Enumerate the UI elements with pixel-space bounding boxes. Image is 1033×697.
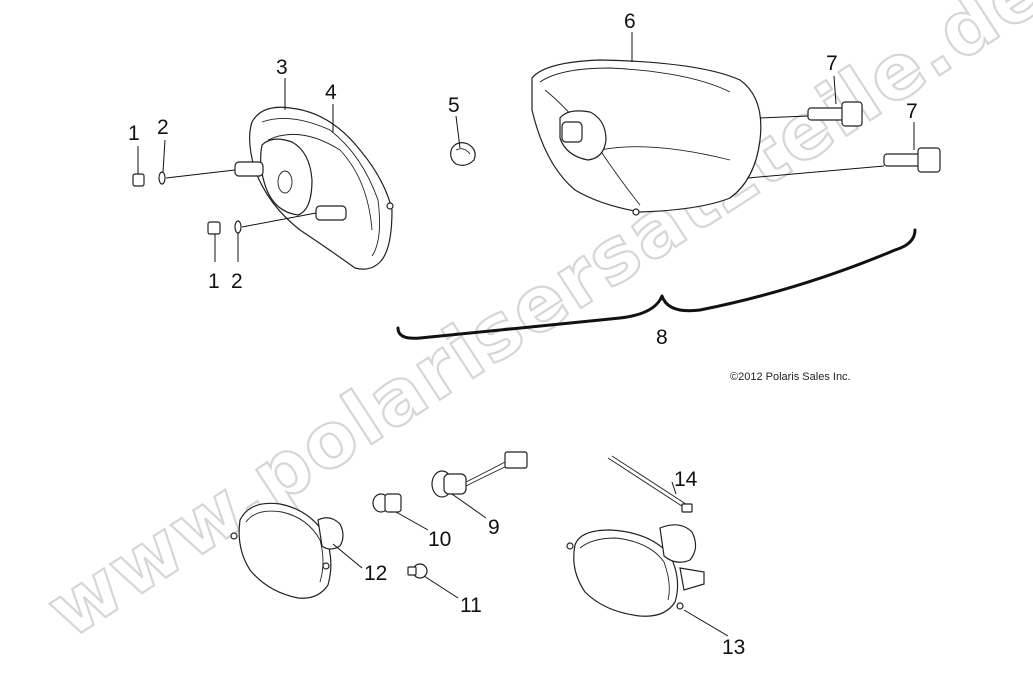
bolt-lower <box>883 147 941 173</box>
callout-7-upper: 7 <box>826 52 838 75</box>
assembly-brace <box>396 228 917 340</box>
callout-12: 12 <box>364 562 387 585</box>
nut-lower <box>207 221 221 235</box>
washer-lower <box>234 220 242 234</box>
callout-14: 14 <box>674 468 698 491</box>
nut-upper <box>132 173 145 187</box>
callout-8: 8 <box>656 326 668 349</box>
headlight-housing-small <box>234 106 394 270</box>
screw <box>407 563 428 579</box>
callout-7-lower: 7 <box>906 100 918 123</box>
headlight-housing-large <box>531 59 762 216</box>
retaining-clip <box>450 142 476 166</box>
callout-2-lower: 2 <box>231 270 243 293</box>
light-bulb <box>372 493 402 513</box>
bolt-upper <box>807 101 863 127</box>
bulb-socket-harness <box>431 451 528 498</box>
cable-tie <box>607 455 693 513</box>
headlight-assembly-right <box>566 524 705 617</box>
callout-10: 10 <box>428 528 451 551</box>
callout-3: 3 <box>276 56 288 79</box>
callout-13: 13 <box>722 636 745 659</box>
callout-9: 9 <box>488 516 500 539</box>
callout-5: 5 <box>448 94 460 117</box>
washer-upper <box>158 171 166 185</box>
callout-1-upper: 1 <box>128 122 140 145</box>
copyright-notice: ©2012 Polaris Sales Inc. <box>730 371 851 383</box>
callout-6: 6 <box>624 10 636 33</box>
headlight-assembly-left <box>230 502 344 599</box>
callout-11: 11 <box>460 594 482 617</box>
callout-1-lower: 1 <box>208 270 220 293</box>
callout-2-upper: 2 <box>157 116 169 139</box>
callout-4: 4 <box>325 81 337 104</box>
